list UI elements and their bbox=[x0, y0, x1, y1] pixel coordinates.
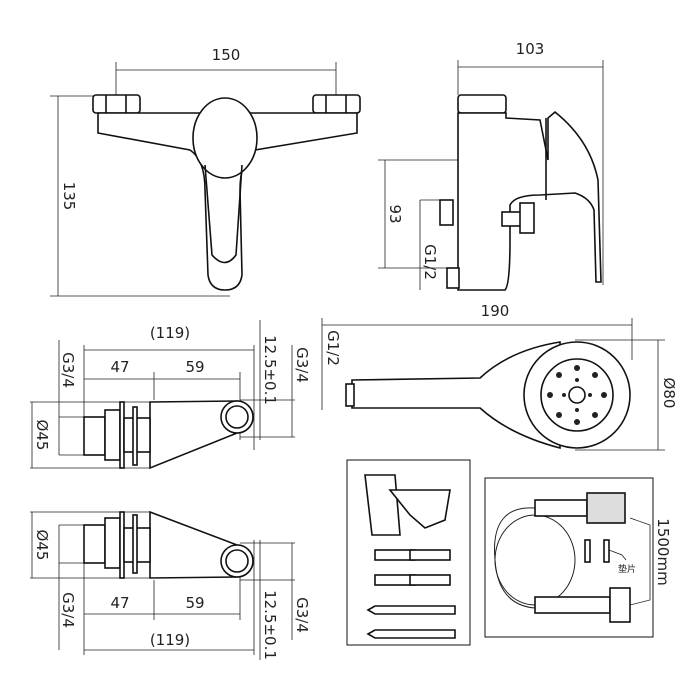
front-view: 150 135 bbox=[50, 46, 361, 297]
shower-bracket bbox=[364, 474, 401, 536]
shower-diameter-dimension: Ø80 bbox=[660, 378, 678, 409]
front-width-dimension: 150 bbox=[212, 46, 241, 64]
gasket-label: 垫片 bbox=[618, 563, 636, 575]
inlet-top-left-dimension: 47 bbox=[110, 358, 129, 376]
diverter-stem bbox=[501, 211, 523, 227]
shower-handle bbox=[351, 341, 561, 450]
inlet-bottom-right-dimension: 59 bbox=[185, 594, 204, 612]
inlet-top-diameter: Ø45 bbox=[33, 420, 51, 451]
inlet-bottom-diameter: Ø45 bbox=[33, 530, 51, 561]
shower-thread-dimension: G1/2 bbox=[324, 330, 342, 366]
accessory-box bbox=[346, 459, 471, 646]
hand-shower-view: 190 G1/2 Ø80 bbox=[321, 302, 678, 451]
inlet-bottom-view: (119) 47 59 Ø45 G3/4 12.5±0.1 G3/4 bbox=[30, 510, 311, 660]
shower-length-dimension: 190 bbox=[481, 302, 510, 320]
wall-plug bbox=[374, 549, 416, 561]
right-nut bbox=[312, 94, 361, 114]
inlet-top-thread-left: G3/4 bbox=[59, 352, 77, 388]
hose-end-bottom bbox=[534, 596, 611, 614]
handle bbox=[192, 97, 258, 179]
front-height-dimension: 135 bbox=[60, 182, 78, 211]
diverter-knob bbox=[519, 202, 535, 234]
inlet-bottom-offset: 12.5±0.1 bbox=[261, 590, 279, 660]
outlet-g12 bbox=[446, 267, 460, 289]
inlet-bottom-total-dimension: (119) bbox=[150, 631, 190, 649]
hose-end-top bbox=[534, 499, 588, 517]
inlet-top-offset: 12.5±0.1 bbox=[261, 335, 279, 405]
hose-length-dimension: 1500mm bbox=[654, 518, 672, 585]
side-depth-dimension: 103 bbox=[516, 40, 545, 58]
inlet-bottom-thread-right: G3/4 bbox=[293, 597, 311, 633]
inlet-top-thread-right: G3/4 bbox=[293, 347, 311, 383]
outlet-connector bbox=[439, 199, 454, 226]
inlet-top-view: (119) 47 59 Ø45 G3/4 12.5±0.1 G3/4 bbox=[30, 320, 311, 470]
side-thread-dimension: G1/2 bbox=[421, 244, 439, 280]
hose-nut-hex bbox=[609, 587, 631, 623]
inlet-bottom-thread-left: G3/4 bbox=[59, 592, 77, 628]
inlet-top-total-dimension: (119) bbox=[150, 324, 190, 342]
shower-head bbox=[523, 341, 631, 449]
side-body bbox=[457, 110, 602, 291]
gasket bbox=[584, 539, 591, 563]
hose-nut-conical bbox=[586, 492, 626, 524]
gasket bbox=[603, 539, 610, 563]
inlet-bottom-left-dimension: 47 bbox=[110, 594, 129, 612]
screw bbox=[366, 605, 456, 615]
side-view: 103 93 G1/2 bbox=[378, 40, 604, 291]
inlet-top-right-dimension: 59 bbox=[185, 358, 204, 376]
screw bbox=[366, 629, 456, 639]
side-nut bbox=[457, 94, 507, 114]
side-outlet-height-dimension: 93 bbox=[386, 204, 404, 223]
wall-plug bbox=[374, 574, 416, 586]
hose-box: 垫片 1500mm bbox=[484, 477, 672, 638]
left-nut bbox=[92, 94, 141, 114]
